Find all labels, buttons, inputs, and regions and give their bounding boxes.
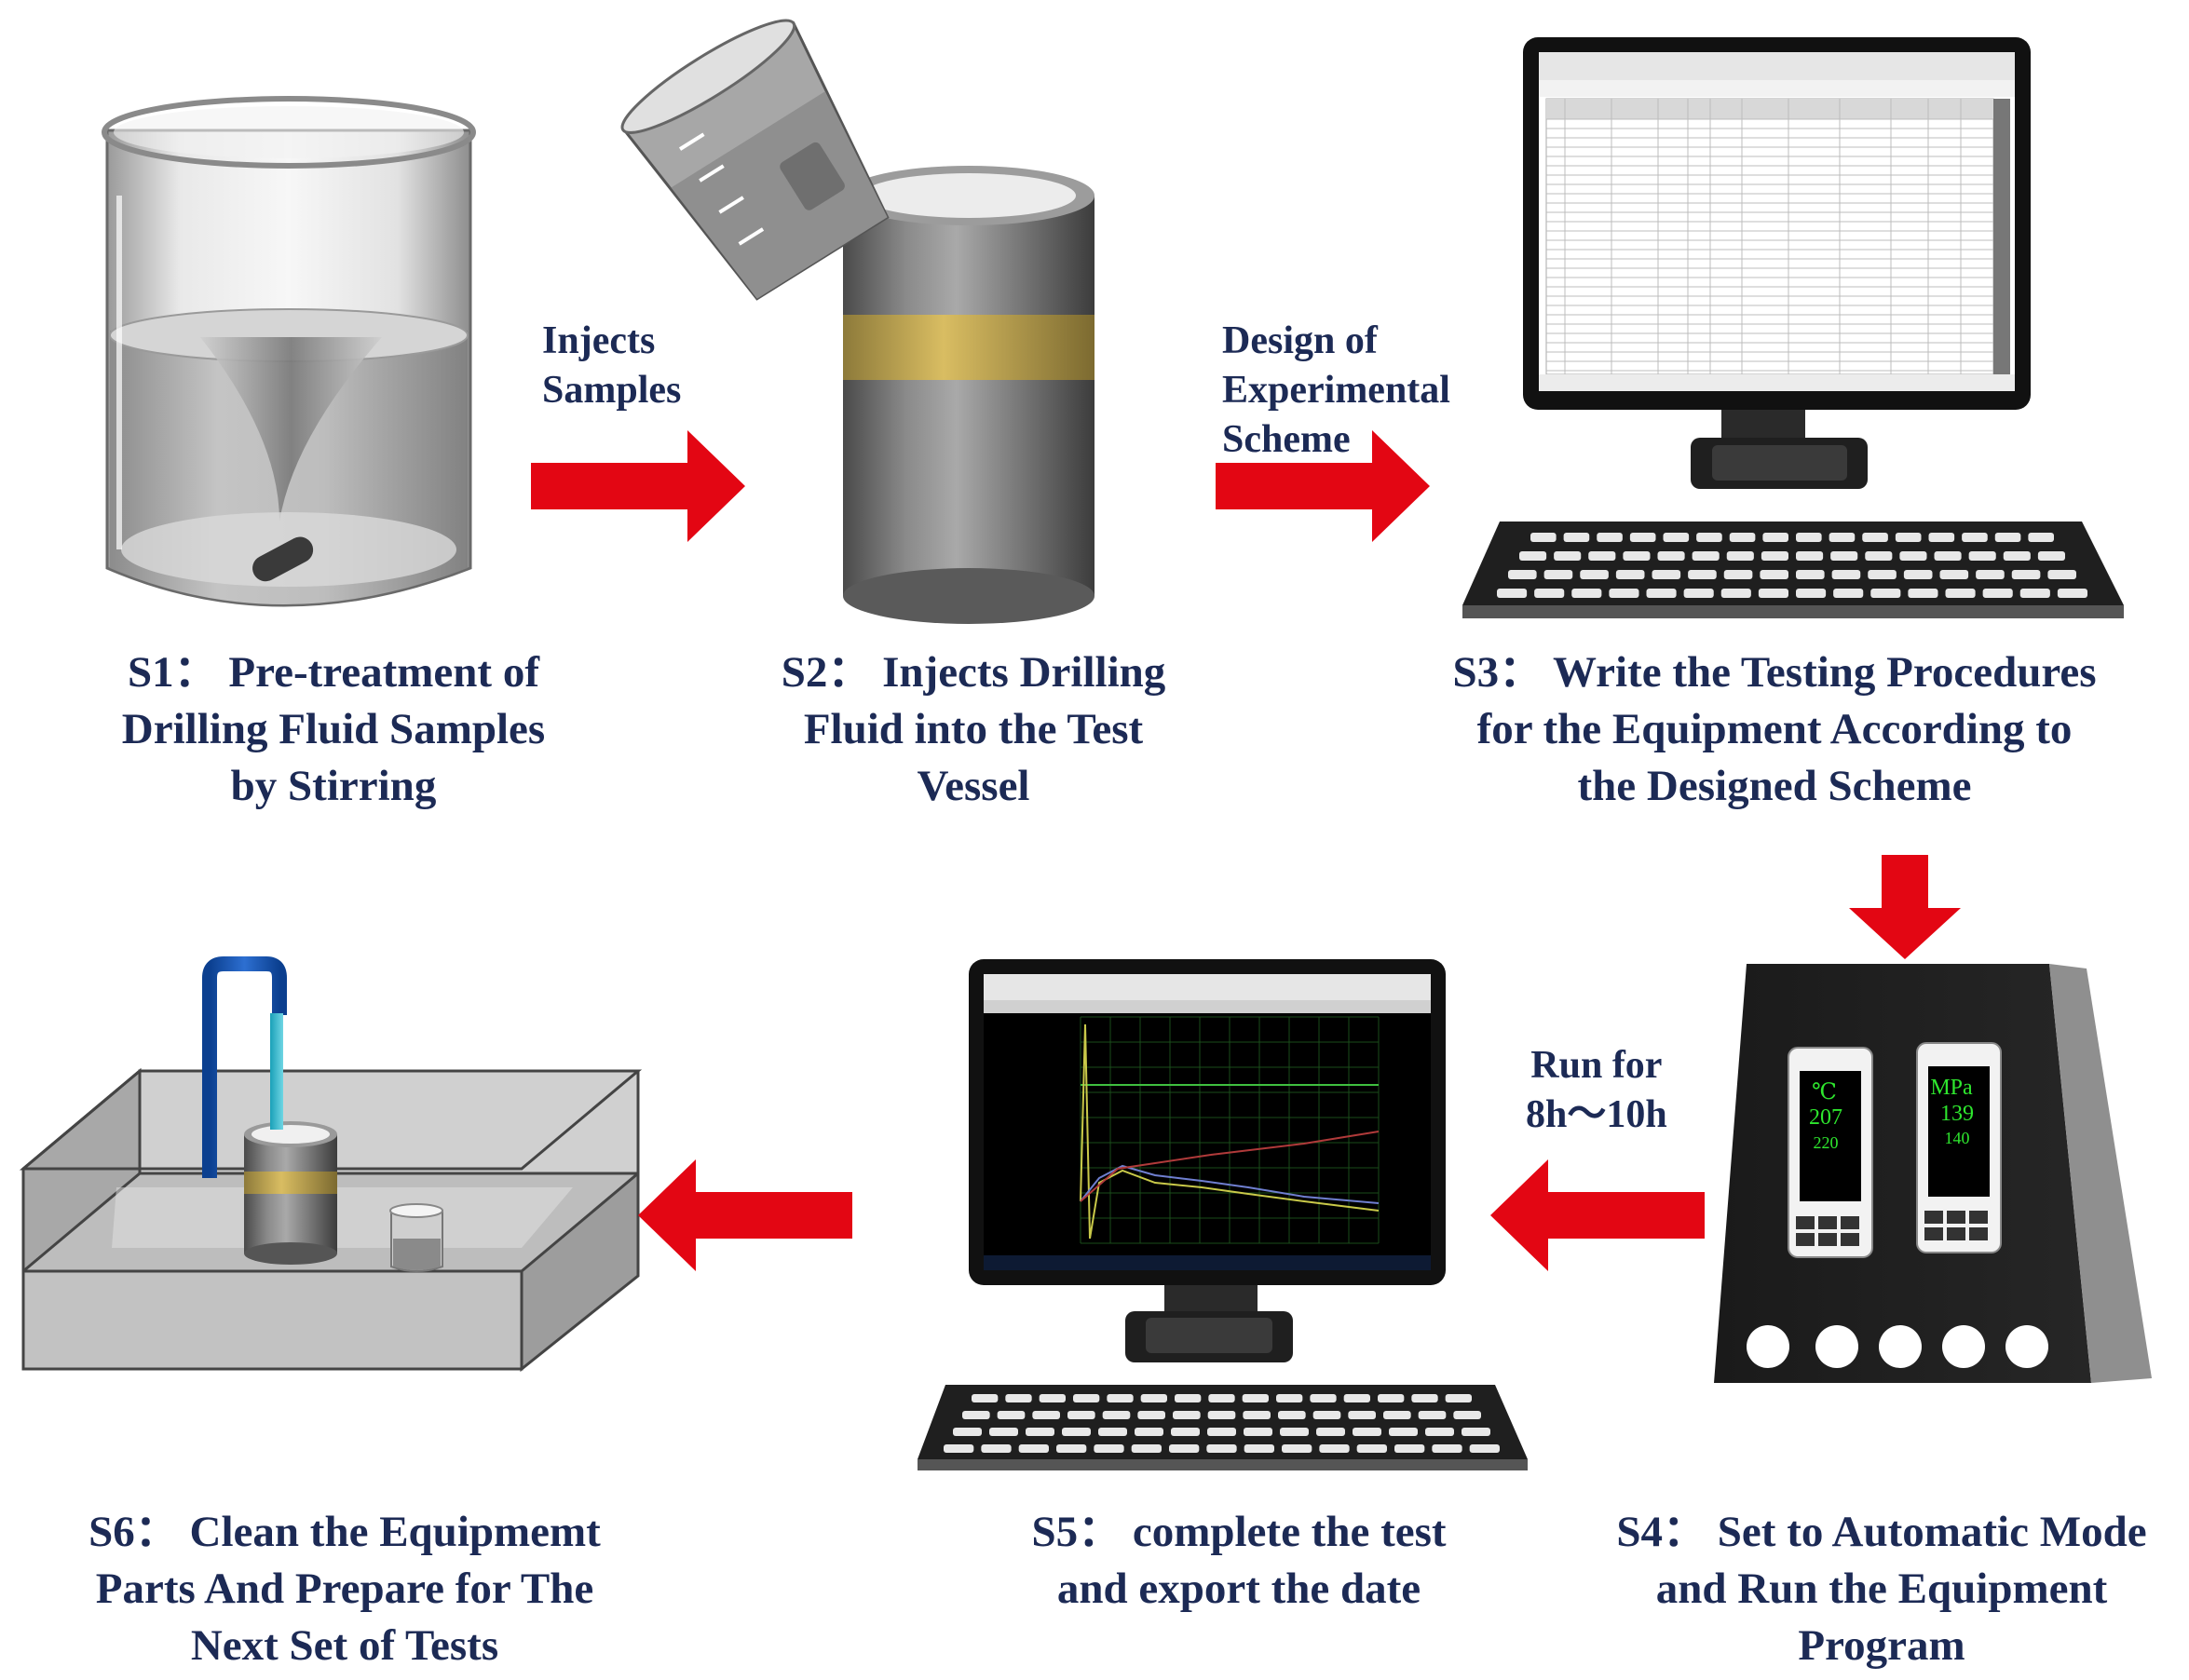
- caption-s6: S6： Clean the Equipmemt Parts And Prepar…: [37, 1504, 652, 1674]
- caption-s1-line1: S1： Pre-treatment of: [127, 648, 539, 697]
- caption-s4-line2: and Run the Equipment: [1655, 1565, 2108, 1613]
- caption-s2-line2: Fluid into the Test: [803, 705, 1144, 753]
- arrow-s4-to-s5: [1490, 1159, 1705, 1271]
- caption-s3-line2: for the Equipment According to: [1476, 705, 2073, 753]
- arrow-label-a2-line1: Design of: [1222, 319, 1378, 362]
- caption-s3-line3: the Designed Scheme: [1577, 762, 1972, 810]
- pouring-beaker-illustration: [620, 19, 890, 301]
- water-pipe: [202, 956, 287, 1178]
- caption-s3-line1: S3： Write the Testing Procedures: [1452, 648, 2097, 697]
- temp-unit-label: ℃: [1812, 1080, 1837, 1104]
- caption-s4-line1: S4： Set to Automatic Mode: [1616, 1508, 2147, 1556]
- pressure-unit-label: MPa: [1930, 1076, 1973, 1100]
- arrow-s1-to-s2: [531, 430, 745, 542]
- caption-s2-line3: Vessel: [917, 762, 1030, 810]
- arrow-label-a4-line2: 8h～10h: [1526, 1093, 1667, 1136]
- computer-monitor-s3: [1523, 37, 2031, 489]
- caption-s1: S1： Pre-treatment of Drilling Fluid Samp…: [35, 644, 632, 815]
- small-beaker: [389, 1203, 443, 1272]
- arrow-s3-to-s4: [1849, 855, 1961, 959]
- caption-s6-line1: S6： Clean the Equipmemt: [88, 1508, 601, 1556]
- test-vessel-illustration: [843, 166, 1094, 624]
- pressure-value-readout: 139: [1940, 1102, 1974, 1126]
- stirred-beaker-illustration: [102, 96, 476, 607]
- keyboard-s5: [918, 1385, 1528, 1470]
- caption-s2: S2： Injects Drilling Fluid into the Test…: [694, 644, 1253, 815]
- arrow-s2-to-s3: [1216, 430, 1430, 542]
- caption-s3: S3： Write the Testing Procedures for the…: [1397, 644, 2152, 815]
- arrow-label-a2-line2: Experimental: [1222, 369, 1450, 412]
- caption-s5-line1: S5： complete the test: [1031, 1508, 1447, 1556]
- arrow-label-a1-line2: Samples: [542, 369, 682, 412]
- keyboard-s3: [1462, 522, 2124, 618]
- caption-s4: S4： Set to Automatic Mode and Run the Eq…: [1584, 1504, 2180, 1674]
- temp-setpoint-readout: 220: [1814, 1133, 1839, 1152]
- caption-s6-line3: Next Set of Tests: [190, 1621, 499, 1670]
- caption-s6-line2: Parts And Prepare for The: [95, 1565, 594, 1613]
- small-test-vessel: [244, 1121, 337, 1265]
- caption-s1-line2: Drilling Fluid Samples: [121, 705, 546, 753]
- temp-value-readout: 207: [1809, 1105, 1842, 1130]
- arrow-label-a2-line3: Scheme: [1222, 418, 1351, 461]
- pressure-setpoint-readout: 140: [1945, 1129, 1970, 1147]
- arrow-label-a1-line1: Injects: [542, 319, 656, 362]
- arrow-label-injects-samples: Injects Samples: [542, 317, 681, 415]
- arrow-label-design-scheme: Design of Experimental Scheme: [1222, 317, 1450, 465]
- arrow-label-run-duration: Run for 8h～10h: [1526, 1041, 1667, 1140]
- caption-s5-line2: and export the date: [1056, 1565, 1421, 1613]
- cleaning-tray-illustration: [19, 1067, 643, 1373]
- caption-s1-line3: by Stirring: [230, 762, 437, 810]
- caption-s4-line3: Program: [1798, 1621, 1965, 1670]
- controller-cabinet: ℃ 207 220 MPa 139 140: [1714, 964, 2152, 1383]
- arrow-label-a4-line1: Run for: [1530, 1044, 1663, 1087]
- arrow-s5-to-s6: [638, 1159, 852, 1271]
- spreadsheet-grid: [1546, 99, 1993, 374]
- caption-s5: S5： complete the test and export the dat…: [950, 1504, 1528, 1618]
- computer-monitor-s5: [969, 959, 1446, 1362]
- caption-s2-line1: S2： Injects Drilling: [781, 648, 1166, 697]
